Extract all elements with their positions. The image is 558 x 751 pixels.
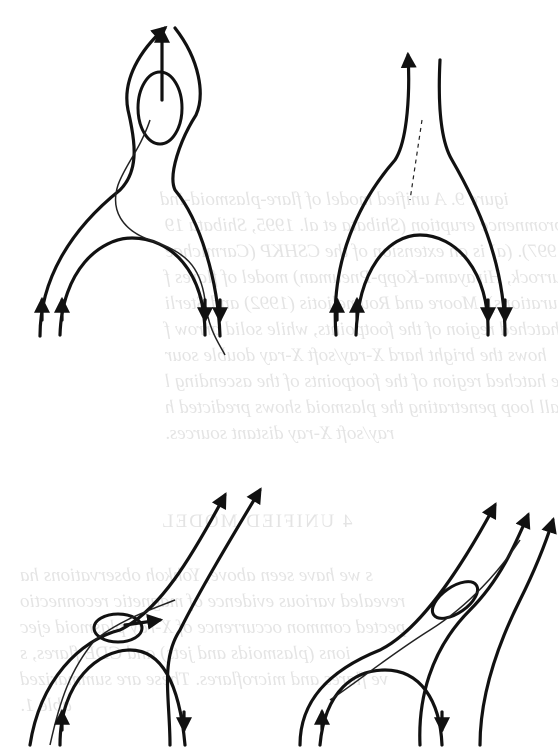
plasmoid <box>426 574 484 625</box>
panel-top-left-plasmoid-loop <box>40 28 225 355</box>
panel-top-right-cusp <box>335 55 505 335</box>
post-flare-loop <box>356 235 488 335</box>
current-sheet <box>410 120 422 200</box>
cusp-line-left <box>335 55 408 335</box>
inner-loop <box>320 670 442 745</box>
panel-bottom-right-sheared <box>300 505 553 745</box>
cusp-line-right <box>439 60 505 335</box>
plasmoid <box>94 614 142 642</box>
line-3 <box>480 520 553 745</box>
outer-line-upper <box>168 490 261 745</box>
outer-field-line-right <box>173 28 220 336</box>
panel-bottom-left-inclined <box>30 490 260 745</box>
outer-field-line-left <box>40 28 165 336</box>
inner-loop <box>60 238 205 335</box>
